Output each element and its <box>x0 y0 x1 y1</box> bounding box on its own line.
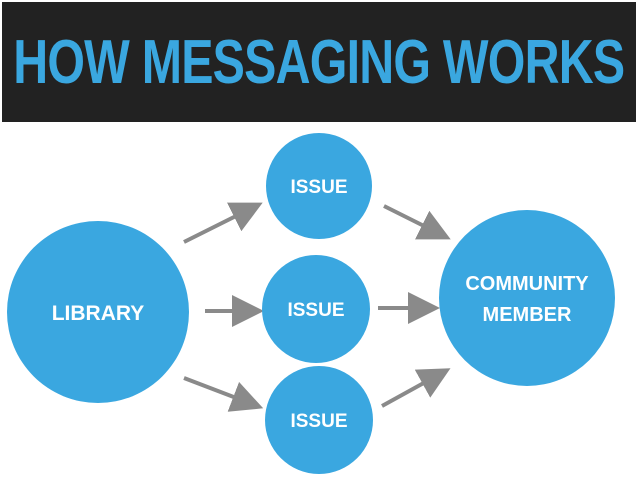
issue-label-middle: ISSUE <box>287 300 344 321</box>
issue-node-middle: ISSUE <box>262 255 370 363</box>
community-member-label-line2: MEMBER <box>483 304 572 326</box>
arrow-library-to-issue-bottom <box>183 376 264 412</box>
diagram-title: HOW MESSAGING WORKS <box>13 27 625 97</box>
community-member-circle <box>439 210 615 386</box>
arrow-issue-top-to-member <box>383 204 451 240</box>
arrow-library-to-issue-top <box>183 202 263 244</box>
issue-circle-middle <box>262 255 370 363</box>
issue-label-bottom: ISSUE <box>290 411 347 432</box>
issue-circle-top <box>266 133 372 239</box>
title-bar: HOW MESSAGING WORKS <box>2 2 636 122</box>
issue-circle-bottom <box>265 366 373 474</box>
community-member-node: COMMUNITY MEMBER <box>439 210 615 386</box>
community-member-label-line1: COMMUNITY <box>465 273 589 295</box>
library-label: LIBRARY <box>52 302 145 325</box>
issue-node-bottom: ISSUE <box>265 366 373 474</box>
library-node: LIBRARY <box>7 221 189 403</box>
issue-node-top: ISSUE <box>266 133 372 239</box>
issue-label-top: ISSUE <box>290 177 347 198</box>
arrow-issue-bottom-to-member <box>381 368 451 408</box>
library-circle <box>7 221 189 403</box>
